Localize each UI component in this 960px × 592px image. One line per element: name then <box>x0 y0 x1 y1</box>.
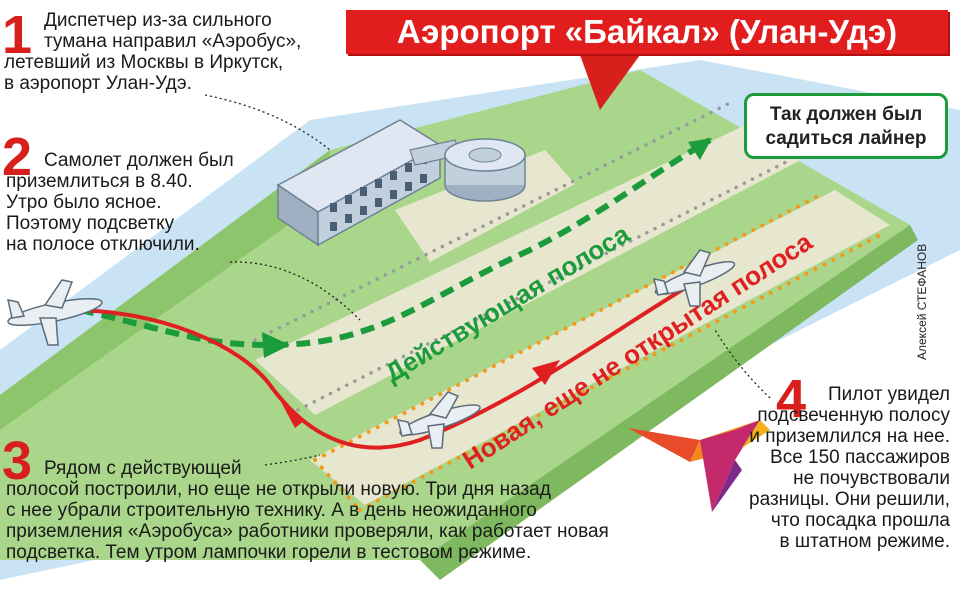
author-credit: Алексей СТЕФАНОВ <box>915 243 929 360</box>
active-runway <box>255 118 820 415</box>
title-pointer <box>580 55 640 110</box>
active-runway-lights-right <box>296 158 792 412</box>
step-2-text: Самолет должен был приземлиться в 8.40. … <box>6 150 234 255</box>
new-runway-lights-right <box>358 233 882 512</box>
grass-edge <box>420 225 918 580</box>
callout-line: садиться лайнер <box>765 128 927 149</box>
step-number: 4 <box>776 369 807 429</box>
active-runway-lights-left <box>253 101 732 342</box>
bird-logo-icon <box>628 420 770 512</box>
taxiway <box>395 150 575 262</box>
leader-lines <box>204 94 771 466</box>
building-icon <box>276 119 526 247</box>
intended-landing-callout: Так должен был садиться лайнер <box>744 93 948 159</box>
airplane-icon <box>7 279 103 346</box>
step-number: 3 <box>2 431 33 491</box>
step-1-text: Диспетчер из-за сильного тумана направил… <box>4 10 302 94</box>
actual-path <box>69 283 692 450</box>
intended-path <box>79 137 712 349</box>
callout-line: Так должен был <box>769 104 923 125</box>
step-4-text: Пилот увидел подсвеченную полосу и призе… <box>749 384 950 552</box>
airplane-icon <box>652 249 736 307</box>
airplane-icon <box>396 391 481 449</box>
step-number: 2 <box>2 127 33 187</box>
page-title: Аэропорт «Байкал» (Улан-Удэ) <box>346 10 948 54</box>
step-3-text: Рядом с действующей полосой построили, н… <box>6 458 609 563</box>
new-runway-lights-left <box>313 193 822 462</box>
step-number: 1 <box>2 5 33 65</box>
